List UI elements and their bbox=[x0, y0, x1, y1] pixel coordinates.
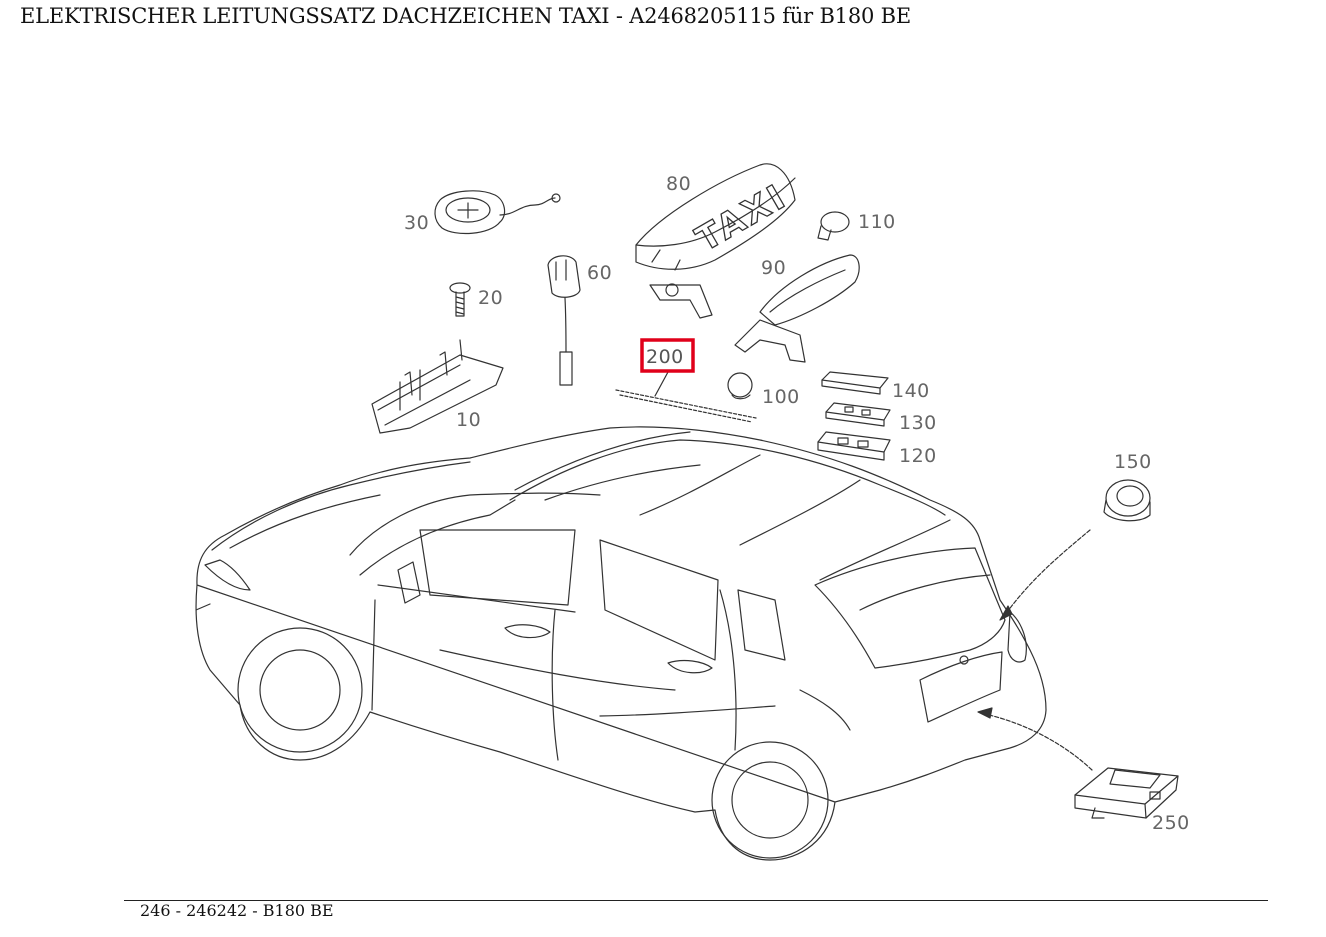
part-label-100[interactable]: 100 bbox=[762, 386, 800, 408]
part-label-110[interactable]: 110 bbox=[858, 211, 896, 233]
part-130-drawing bbox=[825, 402, 891, 427]
footer-text: 246 - 246242 - B180 BE bbox=[140, 901, 334, 920]
part-label-120[interactable]: 120 bbox=[899, 445, 937, 467]
part-label-30[interactable]: 30 bbox=[404, 212, 429, 234]
part-100-drawing bbox=[727, 372, 753, 400]
leader-arrow-250 bbox=[977, 707, 1093, 771]
part-label-140[interactable]: 140 bbox=[892, 380, 930, 402]
part-label-10[interactable]: 10 bbox=[456, 409, 481, 431]
highlight-box-200 bbox=[640, 338, 695, 373]
part-90-drawing bbox=[734, 254, 860, 363]
part-labels: 80 110 30 60 90 20 200 140 100 10 130 12… bbox=[404, 173, 1190, 834]
part-label-150[interactable]: 150 bbox=[1114, 451, 1152, 473]
part-150-drawing bbox=[1103, 479, 1151, 522]
part-label-250[interactable]: 250 bbox=[1152, 812, 1190, 834]
part-30-drawing bbox=[434, 190, 561, 235]
part-label-20[interactable]: 20 bbox=[478, 287, 503, 309]
part-110-drawing bbox=[817, 211, 850, 241]
roof-sign-text: TAXI bbox=[690, 176, 795, 260]
part-120-drawing bbox=[817, 431, 891, 461]
part-label-130[interactable]: 130 bbox=[899, 412, 937, 434]
footer-divider bbox=[124, 900, 1268, 901]
part-10-drawing bbox=[371, 339, 504, 434]
part-140-drawing bbox=[821, 371, 889, 395]
car-outline bbox=[195, 426, 1047, 861]
part-250-drawing bbox=[1074, 767, 1179, 819]
part-80-drawing bbox=[635, 163, 796, 319]
part-label-80[interactable]: 80 bbox=[666, 173, 691, 195]
part-200-drawing bbox=[615, 371, 757, 423]
part-20-drawing bbox=[449, 282, 471, 317]
part-label-60[interactable]: 60 bbox=[587, 262, 612, 284]
part-label-200[interactable]: 200 bbox=[646, 346, 684, 368]
leader-arrow-150 bbox=[999, 529, 1091, 621]
page-title: ELEKTRISCHER LEITUNGSSATZ DACHZEICHEN TA… bbox=[20, 4, 911, 28]
part-label-90[interactable]: 90 bbox=[761, 257, 786, 279]
part-60-drawing bbox=[547, 255, 581, 386]
